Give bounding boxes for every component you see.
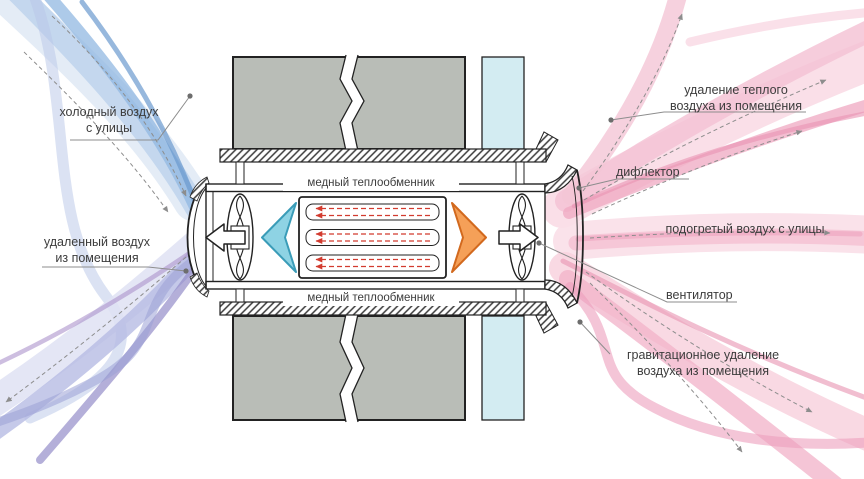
label-fan: вентилятор: [666, 288, 733, 302]
leader-dots: [183, 93, 614, 325]
label-removed-air: удаленный воздух из помещения: [43, 235, 151, 266]
flow-warm-removal: [542, 0, 864, 228]
wall-top-insulation: [481, 56, 525, 150]
flow-heated-supply: [553, 213, 864, 260]
flow-direction-arrows: [5, 13, 831, 453]
mount-bracket: [515, 288, 525, 303]
leader-lines: [42, 95, 806, 355]
label-heat-exchanger-bottom: медный теплообменник: [283, 291, 459, 306]
cold-stream-valve: [261, 202, 297, 273]
label-gravity-removal: гравитационное удаление воздуха из помещ…: [626, 348, 780, 379]
wall-cut-top: [219, 148, 547, 163]
label-deflector: дифлектор: [616, 165, 680, 179]
exchanger-tube-row: [305, 254, 440, 272]
tube-wall-bottom: [205, 280, 546, 290]
mount-bracket: [235, 288, 245, 303]
label-cold-air: холодный воздух с улицы: [59, 105, 159, 136]
flow-exhaust-out: [0, 231, 210, 464]
exhaust-direction-arrow: [205, 223, 246, 252]
label-warm-air-removal: удаление теплого воздуха из помещения: [669, 83, 803, 114]
label-heat-exchanger-top: медный теплообменник: [283, 176, 459, 191]
mount-bracket: [515, 161, 525, 185]
mount-bracket: [235, 161, 245, 185]
supply-direction-arrow: [498, 223, 539, 252]
wall-bottom-insulation: [481, 315, 525, 421]
exchanger-tube-row: [305, 203, 440, 221]
label-heated-air: подогретый воздух с улицы: [665, 222, 825, 236]
wall-break-symbol: [340, 55, 364, 151]
deflector-rim: [576, 169, 584, 304]
flow-gravity-removal: [549, 252, 864, 479]
exchanger-heat-arrows: [315, 205, 430, 270]
exchanger-tube-row: [305, 229, 440, 246]
wall-top: [219, 54, 559, 163]
wall-bottom: [219, 301, 559, 423]
heat-exchanger: [298, 196, 447, 279]
warm-stream-valve: [451, 202, 487, 273]
